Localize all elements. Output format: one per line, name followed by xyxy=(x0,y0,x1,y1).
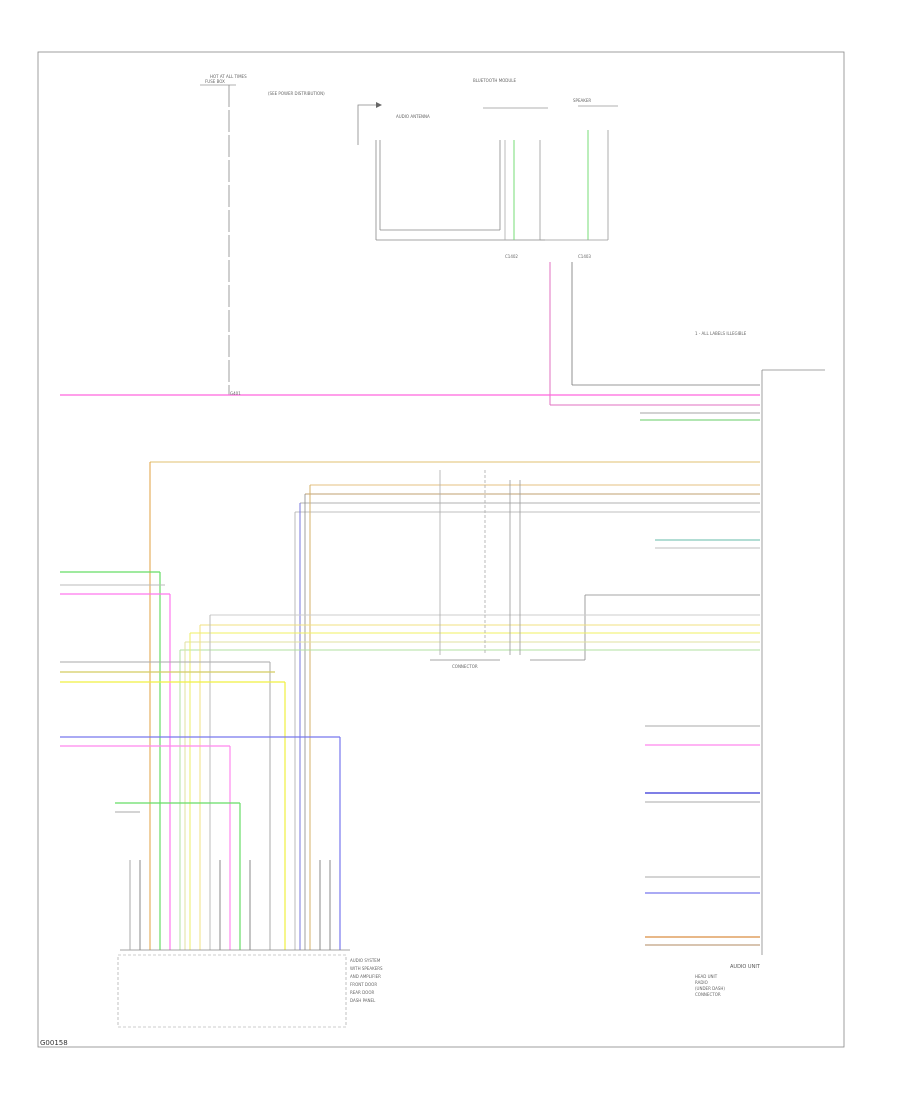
left-inputs xyxy=(60,571,341,950)
footnote-3: AND AMPLIFIER xyxy=(350,974,381,979)
module-line-2: RADIO xyxy=(695,980,708,985)
top-components: BLUETOOTH MODULE SPEAKER AUDIO ANTENNA C… xyxy=(357,78,760,406)
module-line-4: CONNECTOR xyxy=(695,992,721,997)
bottom-connector: AUDIO SYSTEM WITH SPEAKERS AND AMPLIFIER… xyxy=(117,860,383,1028)
fuse-label-b: FUSE BOX xyxy=(205,79,225,84)
frame-id: G00158 xyxy=(40,1039,68,1047)
module-line-3: (UNDER DASH) xyxy=(695,986,725,991)
audio-module: HEAD UNIT RADIO (UNDER DASH) CONNECTOR A… xyxy=(695,369,825,997)
splice-left-label: C1402 xyxy=(505,254,518,259)
right-note: 1 - ALL LABELS ILLEGIBLE xyxy=(695,331,747,336)
footnote-6: DASH PANEL xyxy=(350,998,376,1003)
midblock-label: CONNECTOR xyxy=(452,664,478,669)
footnote-1: AUDIO SYSTEM xyxy=(350,958,381,963)
module-block-label: AUDIO UNIT xyxy=(730,964,761,970)
ground-label: G401 xyxy=(230,391,241,396)
top-center-group-label: BLUETOOTH MODULE xyxy=(473,78,517,83)
splice-right-label: C1403 xyxy=(578,254,591,259)
module-line-1: HEAD UNIT xyxy=(695,974,718,979)
footnote-4: FRONT DOOR xyxy=(350,982,377,987)
signal-bus: CONNECTOR xyxy=(149,461,760,950)
main-feeds xyxy=(60,394,760,421)
fuse-label-a: HOT AT ALL TIMES xyxy=(210,74,247,79)
speaker-connections xyxy=(645,725,760,946)
fuse-feed: HOT AT ALL TIMES FUSE BOX (SEE POWER DIS… xyxy=(200,74,325,395)
top-left-group-label: AUDIO ANTENNA xyxy=(396,114,430,119)
footnote-2: WITH SPEAKERS xyxy=(350,966,383,971)
diagram-frame xyxy=(37,51,845,1048)
top-right-group-label: SPEAKER xyxy=(573,98,591,103)
footnote-5: REAR DOOR xyxy=(350,990,374,995)
fuse-label-c: (SEE POWER DISTRIBUTION) xyxy=(268,91,325,96)
